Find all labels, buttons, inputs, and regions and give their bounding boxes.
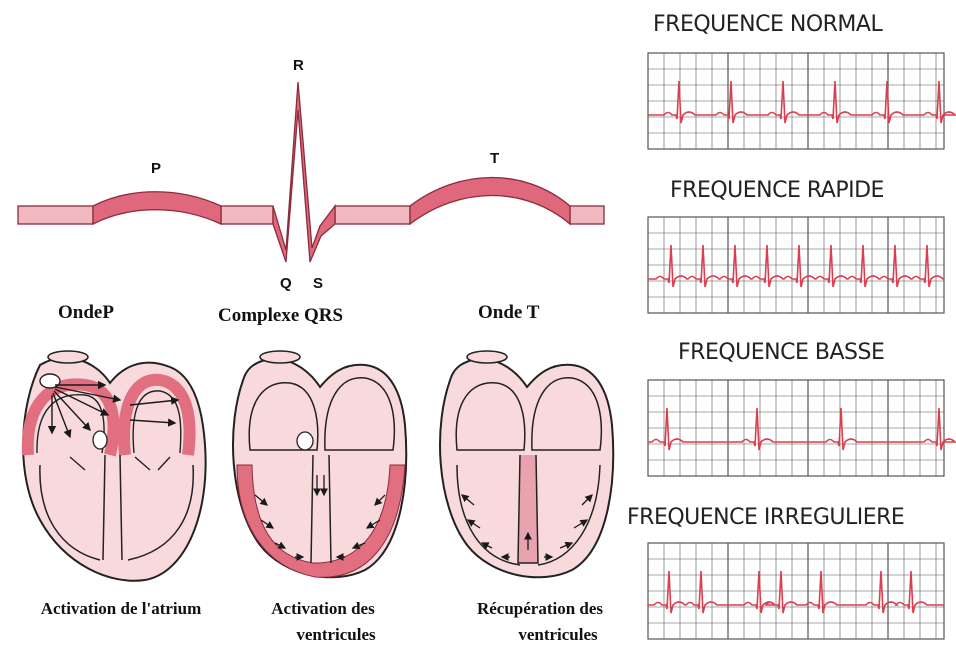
caption-line: Activation des — [238, 596, 408, 622]
phase-title-t-wave: Onde T — [478, 302, 539, 324]
phase-caption-ventricular-recovery: Récupération des ventricules — [440, 596, 640, 648]
caption-line: Récupération des — [440, 596, 640, 622]
ecg-baseline-segment — [221, 206, 273, 224]
phase-caption-ventricular-activation: Activation des ventricules — [238, 596, 408, 648]
heart-ventricular-recovery-illustration — [432, 345, 622, 585]
aorta-opening — [467, 351, 507, 363]
rhythm-strip-rapid — [648, 217, 944, 313]
ecg-baseline-segment — [335, 206, 410, 224]
phase-caption-atrial-activation: Activation de l'atrium — [10, 596, 232, 622]
ecg-label-t: T — [490, 150, 499, 167]
ecg-qrs-complex — [273, 82, 335, 262]
ecg-baseline-segment — [570, 206, 604, 224]
rhythm-title-slow: FREQUENCE BASSE — [678, 340, 884, 365]
rhythm-title-irregular: FREQUENCE IRREGULIERE — [627, 505, 904, 530]
ecg-t-wave — [410, 178, 570, 225]
heart-atrial-activation-illustration — [10, 345, 220, 585]
ecg-p-wave — [93, 192, 221, 224]
ecg-label-s: S — [313, 275, 323, 292]
phase-title-p-wave: OndeP — [58, 302, 114, 324]
rhythm-strip-normal — [648, 53, 944, 149]
aorta-opening — [260, 351, 300, 363]
ecg-label-r: R — [293, 57, 304, 74]
sinus-node — [40, 374, 60, 388]
heart-ventricular-activation-illustration — [225, 345, 415, 585]
caption-line: ventricules — [238, 622, 408, 648]
ecg-waveform-diagram — [0, 0, 600, 290]
ecg-label-p: P — [151, 160, 161, 177]
rhythm-title-rapid: FREQUENCE RAPIDE — [670, 178, 884, 203]
av-node — [93, 431, 107, 449]
phase-title-qrs: Complexe QRS — [218, 305, 343, 327]
aorta-opening — [48, 351, 88, 363]
rhythm-strip-slow — [648, 380, 944, 476]
caption-line: ventricules — [440, 622, 640, 648]
rhythm-strip-irregular — [648, 543, 944, 639]
ecg-baseline-segment — [18, 206, 93, 224]
ecg-label-q: Q — [280, 275, 292, 292]
rhythm-title-normal: FREQUENCE NORMAL — [653, 12, 882, 37]
caption-line: Activation de l'atrium — [10, 596, 232, 622]
av-node — [297, 432, 313, 450]
